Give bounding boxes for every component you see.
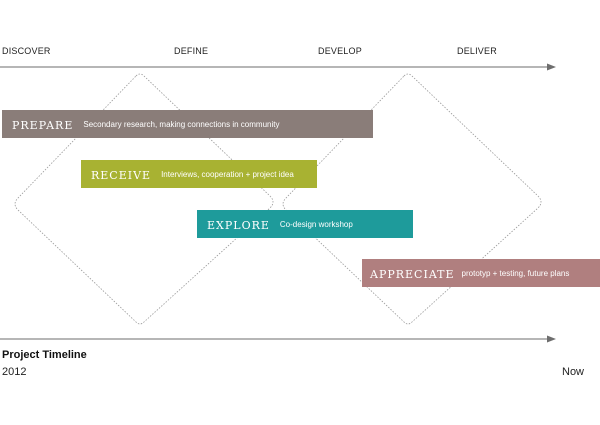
stage-title-appreciate: appreciate [370, 264, 455, 282]
stage-title-explore: explore [207, 215, 270, 233]
stage-desc-prepare: Secondary research, making connections i… [83, 119, 280, 129]
phase-label-develop: DEVELOP [318, 46, 362, 56]
stage-bar-explore: explore Co-design workshop [197, 210, 413, 238]
timeline-end-label: Now [562, 366, 585, 378]
phase-label-deliver: DELIVER [457, 46, 497, 56]
phase-label-discover: DISCOVER [2, 46, 51, 56]
top-arrow-head [547, 63, 556, 71]
stage-desc-explore: Co-design workshop [279, 219, 353, 229]
left-diamond [14, 73, 274, 325]
stage-title-receive: receive [91, 165, 152, 183]
phase-label-define: DEFINE [174, 46, 209, 56]
stage-desc-appreciate: prototyp + testing, future plans [461, 268, 570, 278]
stage-bar-appreciate: appreciate prototyp + testing, future pl… [362, 259, 600, 287]
stage-title-prepare: prepare [12, 115, 74, 133]
stage-bar-receive: receive Interviews, cooperation + projec… [81, 160, 317, 188]
stage-bar-prepare: prepare Secondary research, making conne… [2, 110, 373, 138]
stage-desc-receive: Interviews, cooperation + project idea [161, 169, 294, 179]
timeline-start-label: 2012 [2, 366, 27, 378]
right-diamond [282, 73, 542, 325]
timeline-title: Project Timeline [2, 349, 87, 361]
bottom-arrow-head [547, 335, 556, 343]
